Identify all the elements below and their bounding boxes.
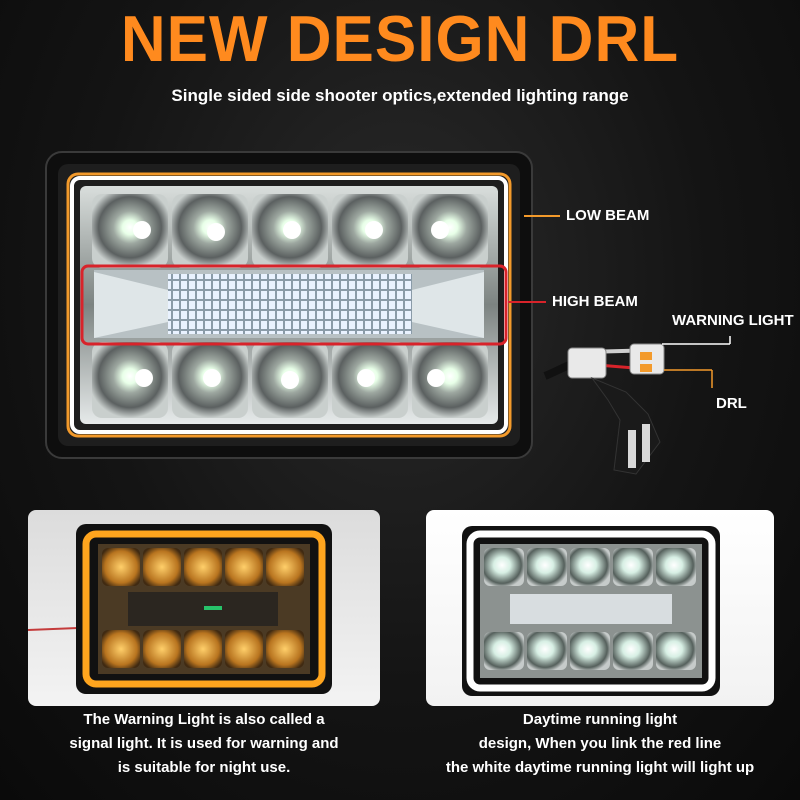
drl-label: DRL [716,395,747,412]
warning-light-caption: The Warning Light is also called a signa… [28,708,380,780]
drl-caption: Daytime running light design, When you l… [410,708,790,780]
caption-line: design, When you link the red line [478,735,722,752]
drl-photo [426,510,774,706]
warning-light-label: WARNING LIGHT [672,312,794,329]
caption-line: The Warning Light is also called a [83,711,325,728]
headline: NEW DESIGN DRL [120,3,680,76]
drl-lamp-illustration [462,526,720,696]
warning-lamp-illustration [28,524,332,694]
caption-line: is suitable for night use. [117,759,291,776]
high-beam-label: HIGH BEAM [552,293,638,310]
low-beam-label: LOW BEAM [566,207,650,224]
headlight-illustration [45,151,533,459]
warning-light-photo [28,510,380,706]
caption-line: the white daytime running light will lig… [445,759,755,776]
subheadline: Single sided side shooter optics,extende… [171,86,629,105]
caption-line: signal light. It is used for warning and [69,735,339,752]
caption-line: Daytime running light [522,711,678,728]
